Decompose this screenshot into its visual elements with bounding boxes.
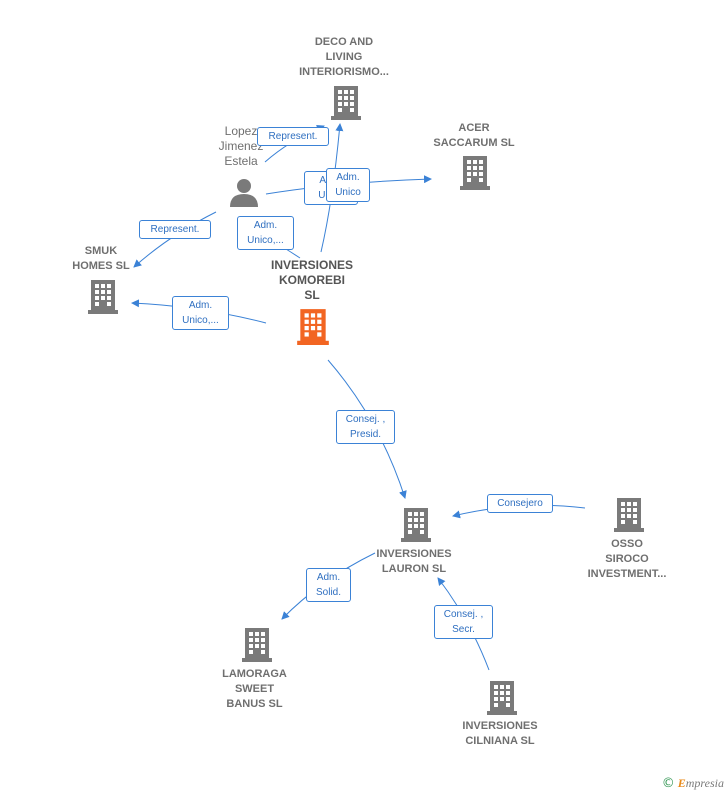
node-label-line: HOMES SL: [72, 260, 130, 272]
brand-initial: E: [677, 776, 686, 790]
edge-label-represent-smuk[interactable]: Represent.: [139, 220, 211, 239]
node-label-line: KOMOREBI: [279, 273, 345, 287]
edge-label-line: Consejero: [497, 498, 543, 509]
edge-label-line: Unico: [335, 187, 361, 198]
node-label-lamoraga: LAMORAGA SWEET BANUS SL: [197, 667, 312, 712]
empresia-logo: © Empresia: [662, 776, 724, 791]
edge-label-line: Unico,...: [247, 235, 284, 246]
node-label-line: Estela: [224, 154, 258, 168]
edge-label-consejero[interactable]: Consejero: [487, 494, 553, 513]
node-label-line: INVESTMENT...: [587, 568, 667, 580]
node-label-line: INVERSIONES: [270, 258, 354, 272]
node-label-line: Jimenez: [218, 139, 264, 153]
edge-label-consej-secr[interactable]: Consej. , Secr.: [434, 605, 493, 639]
node-label-osso: OSSO SIROCO INVESTMENT...: [572, 537, 682, 582]
edge-label-adm-unico-smuk[interactable]: Adm. Unico,...: [172, 296, 229, 330]
edge-label-line: Unico,...: [182, 315, 219, 326]
node-label-acer: ACER SACCARUM SL: [414, 121, 534, 151]
node-label-line: SMUK: [84, 245, 118, 257]
node-label-komorebi: INVERSIONES KOMOREBI SL: [252, 258, 372, 303]
edge-label-adm-unico-acer[interactable]: Adm. Unico: [326, 168, 370, 202]
edge-label-line: Solid.: [315, 587, 341, 598]
node-label-line: DECO AND: [314, 36, 374, 48]
node-label-line: LAURON SL: [381, 563, 447, 575]
building-icon-lamoraga[interactable]: [242, 626, 272, 662]
building-icon-acer[interactable]: [460, 154, 490, 190]
edge-label-represent-deco[interactable]: Represent.: [257, 127, 329, 146]
brand-name: mpresia: [685, 776, 724, 790]
edge-label-line: Consej. ,: [345, 414, 386, 425]
node-label-line: LIVING: [325, 51, 363, 63]
node-label-line: INVERSIONES: [462, 720, 538, 732]
node-label-line: SIROCO: [605, 553, 649, 565]
edge-label-line: Presid.: [349, 429, 382, 440]
person-icon-lopez[interactable]: [229, 177, 259, 207]
edge-label-consej-presid[interactable]: Consej. , Presid.: [336, 410, 395, 444]
building-icon-smuk[interactable]: [88, 278, 118, 314]
node-label-line: INTERIORISMO...: [299, 66, 389, 78]
node-label-line: Lopez: [224, 124, 258, 138]
edge-label-line: Consej. ,: [443, 609, 484, 620]
edge-label-line: Adm.: [336, 172, 360, 183]
edge-label-line: Adm.: [253, 220, 278, 231]
node-label-line: SL: [304, 288, 320, 302]
node-label-smuk: SMUK HOMES SL: [56, 244, 146, 274]
copyright-icon: ©: [661, 776, 675, 791]
building-icon-osso[interactable]: [614, 496, 644, 532]
building-icon-cilniana[interactable]: [487, 679, 517, 715]
edge-label-adm-unico-lopez[interactable]: Adm. Unico,...: [237, 216, 294, 250]
building-icon-komorebi[interactable]: [297, 307, 329, 345]
node-label-line: LAMORAGA: [222, 668, 287, 680]
node-label-line: OSSO: [611, 538, 643, 550]
node-label-lopez: Lopez Jimenez Estela: [201, 124, 281, 169]
node-label-line: CILNIANA SL: [465, 735, 535, 747]
node-label-deco: DECO AND LIVING INTERIORISMO...: [284, 35, 404, 80]
edge-label-adm-solid[interactable]: Adm. Solid.: [306, 568, 351, 602]
edge-label-line: Represent.: [150, 224, 200, 235]
edge-label-line: Adm.: [188, 300, 213, 311]
node-label-line: SACCARUM SL: [433, 137, 515, 149]
edge-label-line: Adm.: [316, 572, 341, 583]
edge-label-line: Represent.: [268, 131, 318, 142]
building-icon-lauron[interactable]: [401, 506, 431, 542]
node-label-lauron: INVERSIONES LAURON SL: [354, 547, 474, 577]
node-label-line: SWEET: [234, 683, 275, 695]
edge-label-line: Secr.: [452, 624, 475, 635]
node-label-cilniana: INVERSIONES CILNIANA SL: [440, 719, 560, 749]
node-label-line: ACER: [458, 122, 490, 134]
node-label-line: INVERSIONES: [376, 548, 452, 560]
node-label-line: BANUS SL: [226, 698, 283, 710]
building-icon-deco[interactable]: [331, 84, 361, 120]
